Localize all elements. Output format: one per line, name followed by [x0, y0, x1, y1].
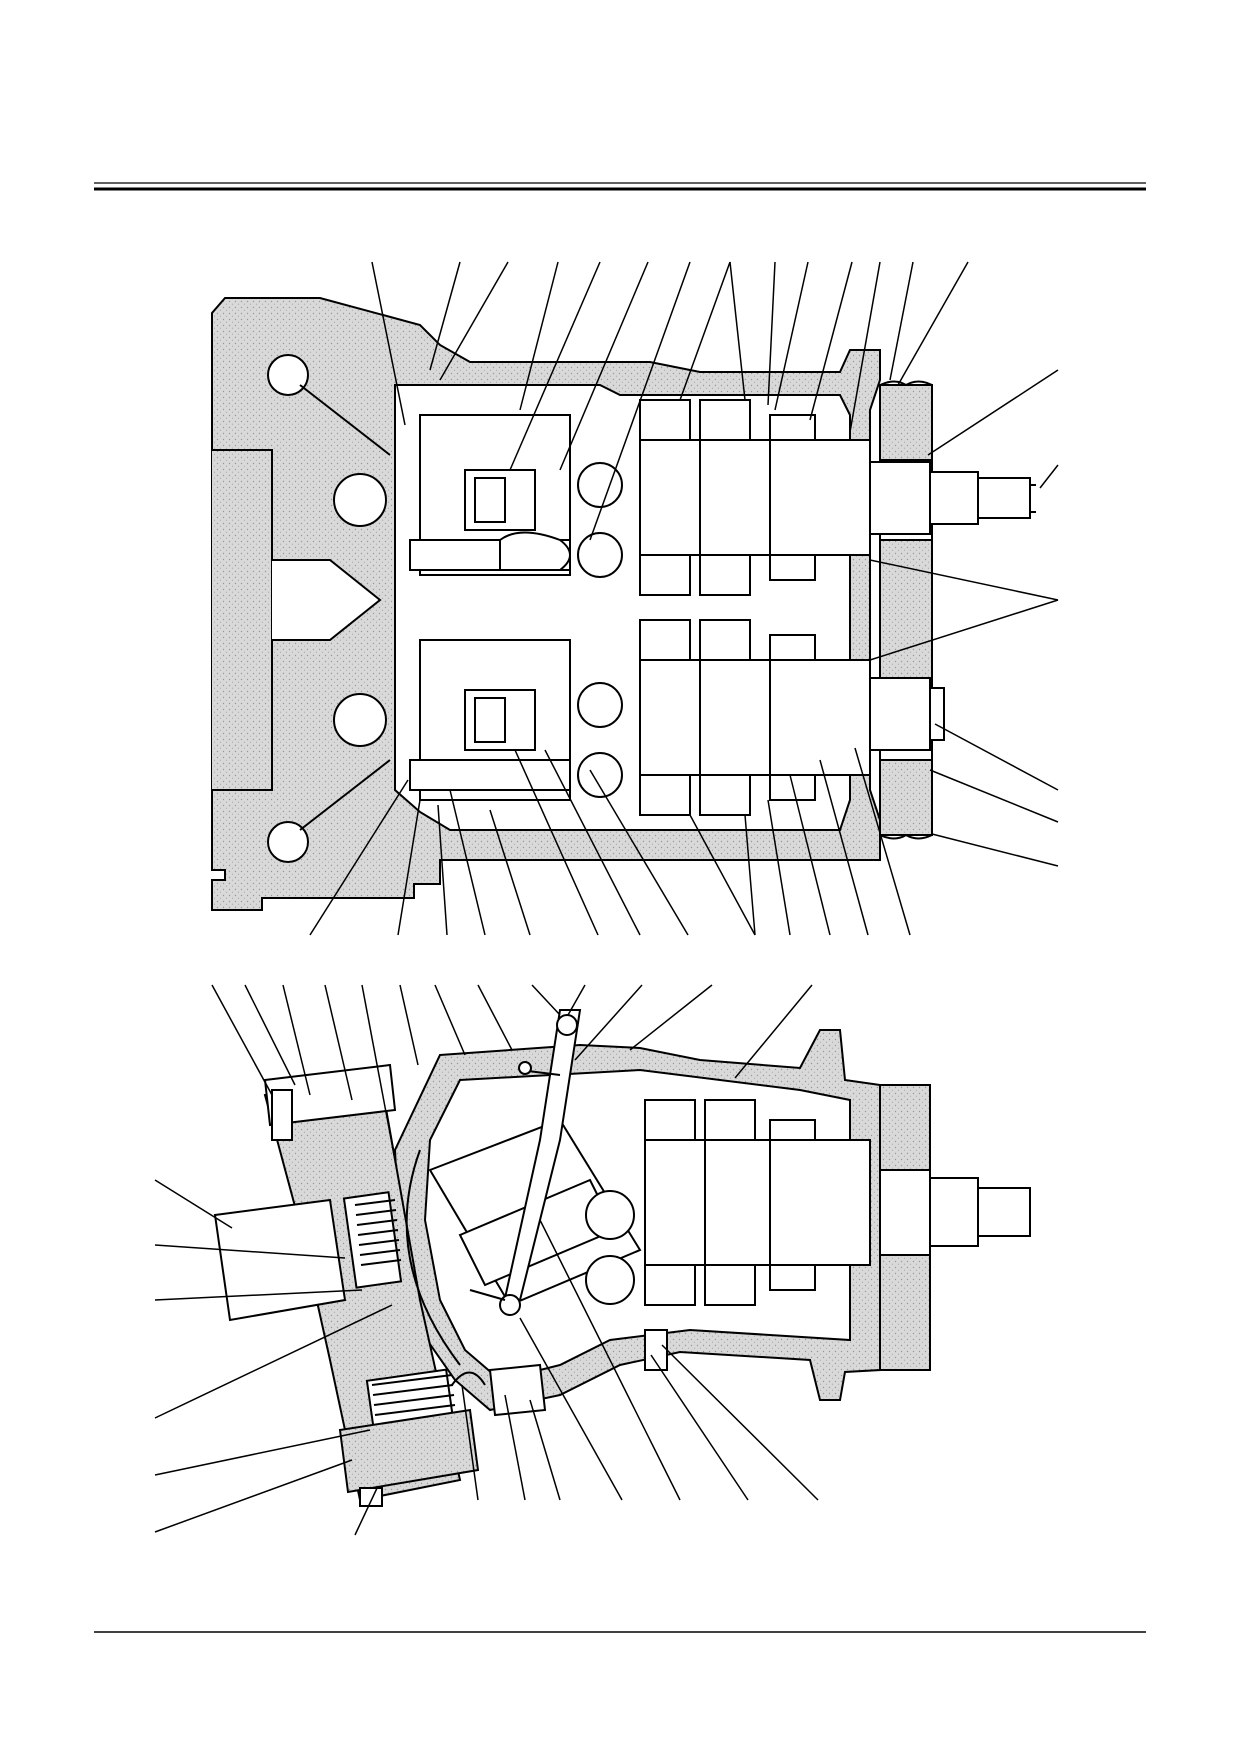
- lower-base-plate: [338, 1408, 480, 1494]
- lower-swash-arc: [405, 1149, 461, 1366]
- upper-leader-lines-bottom: [309, 747, 911, 936]
- upper-piston-ball-1: [577, 462, 623, 508]
- upper-ball-joint-top: [333, 473, 387, 527]
- lower-shaft-body: [644, 1139, 871, 1266]
- upper-output-shaft-top: [869, 461, 1036, 535]
- upper-corner-roller-bottom: [267, 821, 309, 863]
- lower-control-pivot-bottom: [499, 1294, 521, 1316]
- upper-drive-flange: [879, 380, 933, 840]
- upper-bearings: [639, 399, 816, 816]
- lower-output-shaft: [929, 1177, 979, 1247]
- lower-spring-stack-upper: [342, 1191, 403, 1289]
- upper-cylinder-block-top: [409, 414, 571, 576]
- lower-side-port: [213, 1198, 347, 1322]
- upper-output-shaft-bottom: [869, 677, 945, 751]
- upper-shaft-body-bottom: [639, 659, 871, 776]
- lower-piston-ball-2: [585, 1255, 635, 1305]
- header-rule: [94, 182, 1146, 191]
- lower-top-cap: [263, 1063, 397, 1127]
- lower-piston-ball-1: [585, 1190, 635, 1240]
- upper-center-channel: [272, 559, 382, 641]
- lower-cap-bolt: [271, 1089, 293, 1141]
- lower-bottom-boss: [488, 1363, 547, 1417]
- upper-piston-ball-3: [577, 682, 623, 728]
- upper-shaft-body-top: [639, 439, 871, 556]
- lower-control-rod: [503, 1009, 582, 1302]
- upper-corner-roller-top: [267, 354, 309, 396]
- lower-bottom-bolt: [451, 1371, 486, 1386]
- upper-ball-joint-bottom: [333, 693, 387, 747]
- lower-drain-plug: [644, 1329, 668, 1371]
- lower-sectional-view: [213, 1009, 1031, 1507]
- upper-sectional-view: [211, 297, 1036, 911]
- lower-control-pivot-top: [556, 1014, 578, 1036]
- upper-leader-lines-top: [371, 261, 1059, 867]
- upper-cylinder-block-bottom: [409, 639, 571, 801]
- upper-piston-ball-2: [577, 532, 623, 578]
- upper-piston-ball-4: [577, 752, 623, 798]
- upper-port-block: [212, 449, 273, 791]
- lower-leader-lines: [154, 984, 819, 1536]
